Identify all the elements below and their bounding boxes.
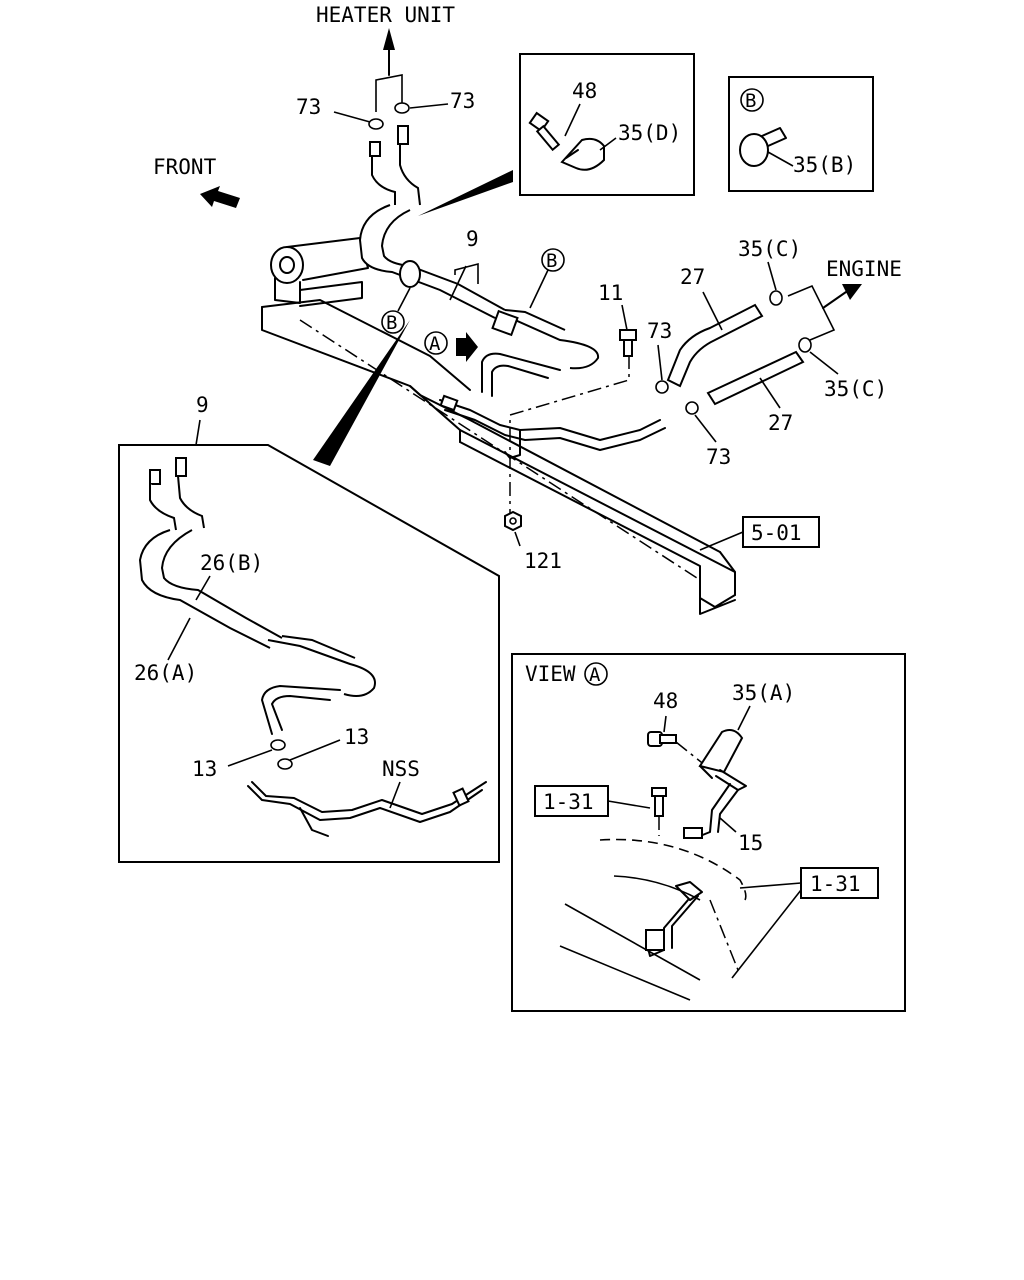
part-73-label-mid: 73 <box>647 319 672 343</box>
callout-b-lower: B <box>381 287 411 334</box>
leader-73-right <box>409 103 449 109</box>
callout-a-view <box>584 662 608 686</box>
callout-b-detail <box>740 88 764 112</box>
heater-hose-bundle <box>358 125 666 459</box>
bolt-11-guide <box>509 355 630 520</box>
part-121-label: 121 <box>524 549 562 573</box>
leader-9-main <box>454 262 479 284</box>
svg-text:A: A <box>589 664 601 686</box>
view-label: VIEW <box>525 662 576 686</box>
hose-27-lower <box>706 350 805 406</box>
svg-text:B: B <box>386 312 397 334</box>
part-26b-label: 26(B) <box>200 551 263 575</box>
part-9-label-main: 9 <box>466 227 479 251</box>
front-arrow-icon <box>200 186 240 208</box>
clamp-73-lower <box>685 401 699 415</box>
engine-label: ENGINE <box>826 257 902 281</box>
bolt-48-detail <box>528 111 561 152</box>
clamp-73-left <box>368 118 384 130</box>
front-label: FRONT <box>153 155 217 179</box>
part-35c-label-upper: 35(C) <box>738 237 801 261</box>
callout-b-upper: B <box>529 248 565 309</box>
clamp-35b-detail <box>739 127 787 167</box>
hose-27-upper <box>666 303 764 388</box>
detail-wedge-upper <box>418 170 513 216</box>
svg-text:B: B <box>745 90 756 112</box>
frame-section-view <box>559 838 747 1001</box>
svg-text:B: B <box>546 250 557 272</box>
hose-assembly-26 <box>138 457 376 735</box>
part-26a-label: 26(A) <box>134 661 197 685</box>
clamp-35c-upper <box>769 290 783 306</box>
callout-a-main: A <box>424 331 478 362</box>
ref-box-5-01 <box>742 516 820 548</box>
part-27-label-upper: 27 <box>680 265 705 289</box>
heater-unit-label: HEATER UNIT <box>316 3 455 27</box>
svg-text:A: A <box>429 333 441 355</box>
part-9-label-detail: 9 <box>196 393 209 417</box>
ref-5-01-label: 5-01 <box>751 521 802 545</box>
clamp-73-mid <box>655 380 669 394</box>
part-nss-label: NSS <box>382 757 420 781</box>
ref-1-31-label-right: 1-31 <box>810 872 861 896</box>
frame-centerline <box>299 319 701 581</box>
bracket-15 <box>683 769 747 839</box>
clamp-13-lower <box>277 758 293 770</box>
clamp-35c-lower <box>798 337 812 353</box>
bolt-11 <box>619 329 637 357</box>
part-35b-label: 35(B) <box>793 153 856 177</box>
nut-121 <box>504 510 522 532</box>
part-48-label-detail: 48 <box>572 79 597 103</box>
part-15-label: 15 <box>738 831 763 855</box>
ref-1-31-label-left: 1-31 <box>543 790 594 814</box>
part-48-label-view: 48 <box>653 689 678 713</box>
part-35a-label: 35(A) <box>732 681 795 705</box>
clamp-13-upper <box>270 739 286 751</box>
clip-35a-view <box>698 729 744 779</box>
pipe-nss <box>247 781 487 837</box>
part-11-label: 11 <box>598 281 623 305</box>
part-73-label-left: 73 <box>296 95 321 119</box>
part-35c-label-lower: 35(C) <box>824 377 887 401</box>
heater-unit-arrow <box>375 28 403 112</box>
ref-box-1-31-right <box>800 867 879 899</box>
part-73-label-right: 73 <box>450 89 475 113</box>
clip-35d-detail <box>560 137 605 171</box>
engine-bracket <box>787 284 836 341</box>
part-13-label-right: 13 <box>344 725 369 749</box>
part-13-label-left: 13 <box>192 757 217 781</box>
leader-73-left <box>333 111 371 123</box>
bolt-48-view <box>647 731 677 747</box>
part-35d-label: 35(D) <box>618 121 681 145</box>
detail-box-48-35d <box>519 53 695 196</box>
bolt-1-31-view <box>651 787 667 817</box>
clamp-73-right <box>394 102 410 114</box>
part-27-label-lower: 27 <box>768 411 793 435</box>
part-73-label-lower: 73 <box>706 445 731 469</box>
engine-arrow-icon <box>842 284 862 300</box>
detail-wedge-lower <box>313 320 410 466</box>
view-a-arrow-icon <box>456 332 478 362</box>
